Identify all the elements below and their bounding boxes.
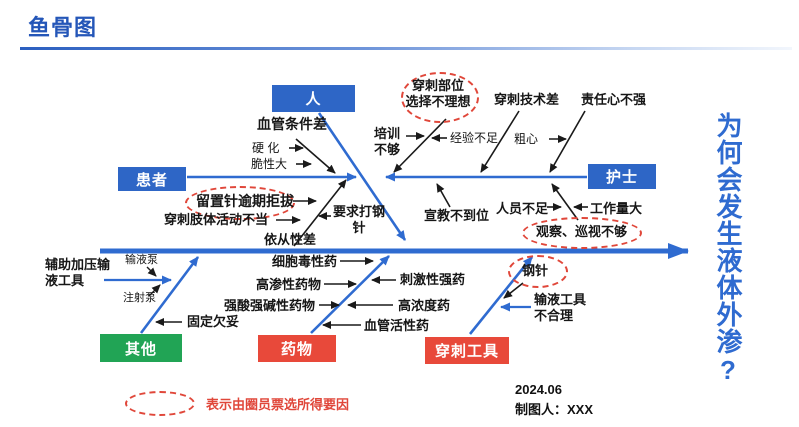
- arrow-chuanci-jishu: [480, 110, 520, 173]
- category-box-chuanci-gongju: 穿刺工具: [425, 337, 509, 364]
- cause-chuanci-jishu-cha: 穿刺技术差: [494, 92, 560, 107]
- cause-fuzhu-jiaya-shuye-gongju: 辅助加压输 液工具: [45, 257, 111, 288]
- legend-text: 表示由圈员票选所得要因: [206, 397, 350, 412]
- cause-cuixing-da: 脆性大: [251, 157, 288, 171]
- cause-gangzhen: 钢针: [522, 263, 549, 278]
- cause-qiangsuan-qiangjian-yaowu: 强酸强碱性药物: [224, 298, 316, 313]
- bone-qita: [139, 256, 200, 334]
- cause-yicongxing-cha: 依从性差: [264, 232, 317, 247]
- cause-guding-qiantuo: 固定欠妥: [187, 314, 240, 329]
- cause-gongzuoliang-da: 工作量大: [590, 201, 643, 216]
- arrow-xueguan: [295, 138, 336, 174]
- arrow-zerenxin: [549, 110, 586, 173]
- category-box-huanzhe: 患者: [118, 167, 186, 191]
- arrow-shuyebeng: [146, 266, 157, 277]
- cause-shuye-gongju-buheli: 输液工具 不合理: [534, 292, 587, 323]
- cause-xueguan-huoxing-yao: 血管活性药: [364, 318, 430, 333]
- cause-chuanci-zhiti-huodong-budang: 穿刺肢体活动不当: [164, 212, 269, 227]
- arrow-xuanjiao: [436, 183, 451, 208]
- cause-guancha-xunshi-bugou: 观察、巡视不够: [536, 224, 628, 239]
- cause-chuanci-buwei-xuanze-bulixiang: 穿刺部位 选择不理想: [405, 78, 471, 109]
- cause-cuxin: 粗心: [514, 132, 539, 146]
- category-box-qita: 其他: [100, 334, 182, 362]
- cause-peixun-bugou: 培训 不够: [374, 126, 401, 157]
- cause-shuyebeng: 输液泵: [125, 254, 158, 266]
- arrow-gangzhen: [503, 282, 524, 299]
- vote-oval-gangzhen: [508, 255, 568, 288]
- arrow-guancha: [551, 183, 579, 221]
- arrow-chuanci-buwei: [393, 118, 447, 173]
- cause-yinghua: 硬 化: [252, 141, 280, 155]
- vote-oval-chuanci-buwei: [401, 72, 479, 123]
- cause-xibao-duxing-yao: 细胞毒性药: [272, 254, 338, 269]
- category-box-yaowu: 药物: [258, 335, 336, 362]
- date-text: 2024.06: [515, 382, 562, 397]
- vote-oval-guancha: [522, 217, 642, 249]
- cause-gaonongdu-yao: 高浓度药: [398, 298, 451, 313]
- category-box-ren: 人: [272, 85, 355, 112]
- cause-jingyan-buzu: 经验不足: [450, 131, 499, 145]
- vote-oval-liuzhizhen: [185, 186, 295, 220]
- cause-xueguan-tiaojian-cha: 血管条件差: [257, 116, 327, 132]
- cause-yaoqiu-da-gangzhen: 要求打钢 针: [332, 204, 385, 235]
- cause-liuzhizhen-yuqi-jubo: 留置针逾期拒拔: [196, 193, 294, 209]
- bone-yaowu: [310, 255, 390, 334]
- title-underline: [20, 47, 792, 50]
- page-title: 鱼骨图: [28, 15, 98, 40]
- cause-zhushebeng: 注射泵: [123, 292, 156, 304]
- category-box-hushi: 护士: [588, 164, 656, 189]
- cause-renyuan-buzu: 人员不足: [496, 201, 549, 216]
- cause-zerenxin-buqiang: 责任心不强: [581, 92, 647, 107]
- cause-xuanjiao-budaowei: 宣教不到位: [424, 208, 490, 223]
- legend-oval-icon: [125, 391, 195, 416]
- cause-cijixing-qiangyao: 刺激性强药: [400, 272, 466, 287]
- effect-question: 为何会发生液体外渗?: [713, 112, 743, 386]
- arrow-zhushebeng: [148, 284, 161, 297]
- cause-gaoshenxing-yaowu: 高渗性药物: [256, 277, 322, 292]
- author-text: 制图人：XXX: [515, 402, 594, 417]
- bone-ren: [317, 112, 407, 241]
